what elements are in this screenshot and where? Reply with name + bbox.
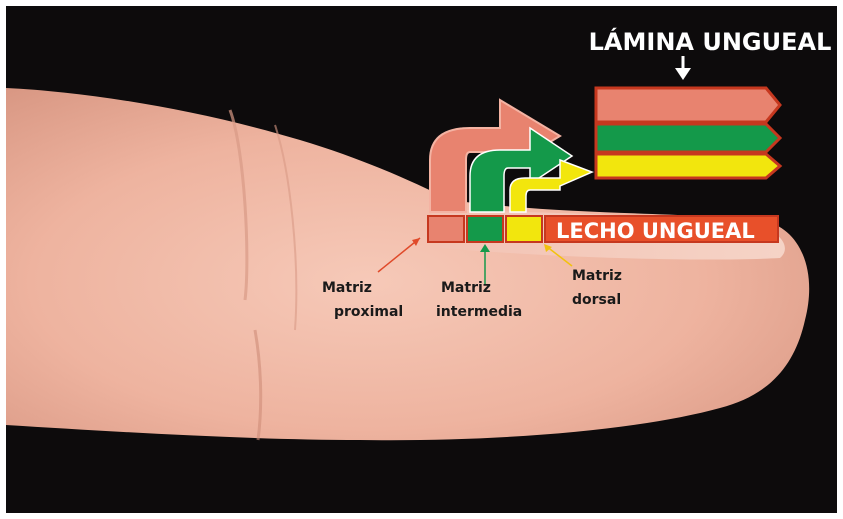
segment-dorsal: [506, 216, 542, 242]
label-line: proximal: [334, 304, 403, 320]
layer-proximal: [596, 88, 780, 122]
title-lamina-ungueal: LÁMINA UNGUEAL: [589, 27, 832, 56]
segment-proximal: [428, 216, 464, 242]
nail-plate-layers: [596, 88, 780, 178]
label-line: Matriz: [322, 280, 372, 296]
layer-dorsal: [596, 154, 780, 178]
label-line: Matriz: [441, 280, 491, 296]
label-line: dorsal: [572, 292, 621, 308]
label-line: Matriz: [572, 268, 622, 284]
segment-intermediate: [467, 216, 503, 242]
layer-intermediate: [596, 124, 780, 152]
label-line: intermedia: [436, 304, 522, 320]
bed-label: LECHO UNGUEAL: [556, 219, 755, 243]
